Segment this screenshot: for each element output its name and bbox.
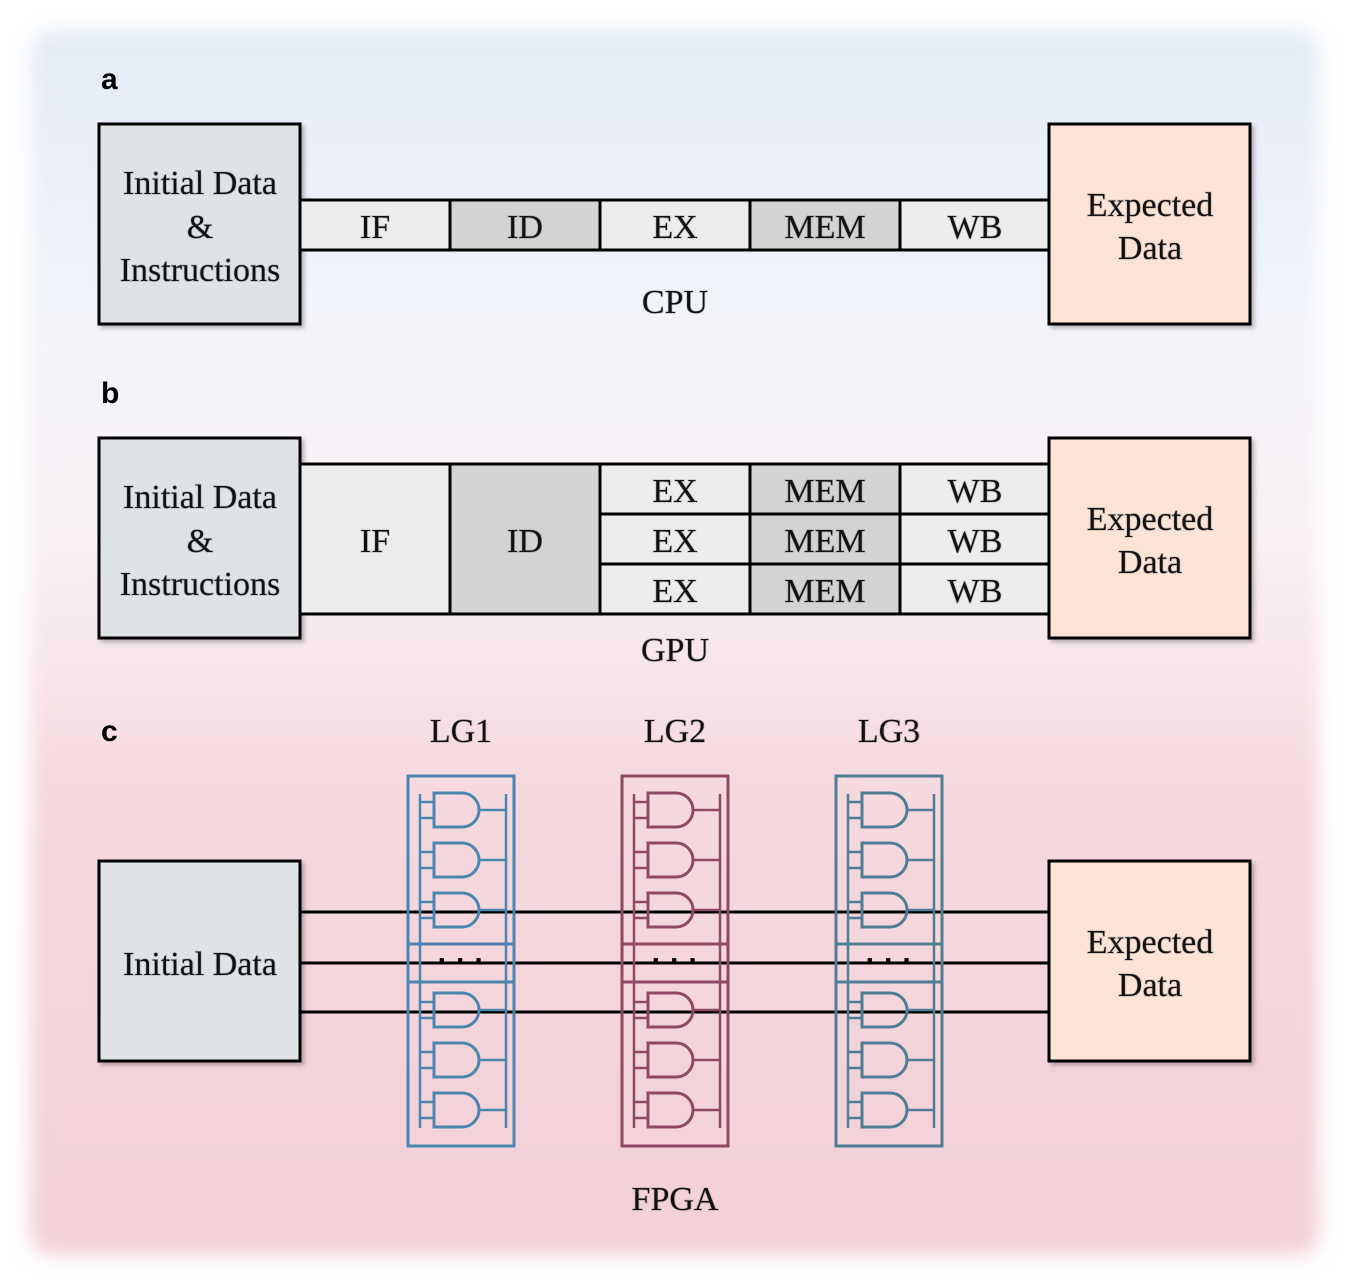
lg2-label: LG2 xyxy=(644,713,706,750)
ellipsis-dots: · · · xyxy=(652,944,699,977)
panel-b-letter: b xyxy=(101,377,119,410)
and-gate-icon xyxy=(848,1041,934,1079)
panel-b-row2-mem: MEM xyxy=(784,523,865,560)
panel-a-stage-box-if xyxy=(298,198,452,252)
panel-a-input-line-2: & xyxy=(187,209,213,246)
and-gate-icon xyxy=(420,841,506,879)
panel-b-output-box: Expected Data xyxy=(1047,436,1252,640)
panel-b-row3-ex: EX xyxy=(652,573,697,610)
panel-b-row2-box-wb xyxy=(898,512,1052,566)
panel-a-input-line-3: Instructions xyxy=(120,252,281,289)
panel-b-row1-ex: EX xyxy=(652,473,697,510)
ellipsis-band xyxy=(834,942,944,984)
and-gate-icon xyxy=(634,1041,720,1079)
and-gate-icon xyxy=(848,841,934,879)
panel-a-output-box: Expected Data xyxy=(1047,122,1252,326)
panel-b-row3-mem: MEM xyxy=(784,573,865,610)
panel-a-stage-box-mem xyxy=(748,198,902,252)
lg1-label: LG1 xyxy=(430,713,492,750)
panel-b-row3-box-ex xyxy=(598,562,752,616)
lg3-label: LG3 xyxy=(858,713,920,750)
panel-b-stage-id: ID xyxy=(507,523,543,560)
panel-b-row2-box-ex xyxy=(598,512,752,566)
panel-b-row2-box-mem xyxy=(748,512,902,566)
panel-b-stage-box-id xyxy=(448,462,602,616)
panel-b-output-line-1: Expected xyxy=(1087,501,1214,538)
panel-b-row2-ex: EX xyxy=(652,523,697,560)
panel-b-row1-box-wb xyxy=(898,462,1052,516)
panel-a-caption: CPU xyxy=(642,284,708,321)
and-gate-icon xyxy=(848,1091,934,1129)
signal-wires xyxy=(300,910,1050,1014)
panel-a-stage-box-id xyxy=(448,198,602,252)
panel-b-output-line-2: Data xyxy=(1118,544,1182,581)
panel-c-output-box: Expected Data xyxy=(1047,859,1252,1063)
and-gate-icon xyxy=(634,891,720,929)
panel-c-input-label: Initial Data xyxy=(123,946,277,983)
panel-a-output-line-1: Expected xyxy=(1087,187,1214,224)
panel-b-pipeline: IF ID EX MEM WB EX MEM WB EX MEM WB xyxy=(298,462,1052,616)
ellipsis-band xyxy=(620,942,730,984)
panel-b-row3-wb: WB xyxy=(948,573,1003,610)
panel-a-output-line-2: Data xyxy=(1118,230,1182,267)
panel-b-row3-box-wb xyxy=(898,562,1052,616)
panel-a-letter: a xyxy=(101,63,118,96)
logic-group-3: · · · xyxy=(834,774,944,1148)
panel-a-stage-id: ID xyxy=(507,209,543,246)
and-gate-icon xyxy=(634,841,720,879)
panel-a-input-box: Initial Data & Instructions xyxy=(97,122,302,326)
and-gate-icon xyxy=(634,791,720,829)
panel-b-row1-mem: MEM xyxy=(784,473,865,510)
and-gate-icon xyxy=(848,891,934,929)
panel-b-row1-wb: WB xyxy=(948,473,1003,510)
panel-b-input-line-3: Instructions xyxy=(120,566,281,603)
panel-b-row2-wb: WB xyxy=(948,523,1003,560)
panel-b-caption: GPU xyxy=(641,632,709,669)
logic-groups: · · · · · · · · · xyxy=(406,774,944,1148)
logic-group-2: · · · xyxy=(620,774,730,1148)
and-gate-icon xyxy=(420,991,506,1029)
panel-a-stage-mem: MEM xyxy=(784,209,865,246)
ellipsis-dots: · · · xyxy=(438,944,485,977)
panel-b-row1-box-ex xyxy=(598,462,752,516)
panel-a-input-line-1: Initial Data xyxy=(123,165,277,202)
and-gate-icon xyxy=(420,791,506,829)
ellipsis-dots: · · · xyxy=(866,944,913,977)
panel-a-stage-if: IF xyxy=(360,209,390,246)
and-gate-icon xyxy=(634,1091,720,1129)
and-gate-icon xyxy=(848,991,934,1029)
panel-c-caption: FPGA xyxy=(632,1181,719,1218)
and-gate-icon xyxy=(420,1091,506,1129)
panel-b-stage-box-if xyxy=(298,462,452,616)
ellipsis-band xyxy=(406,942,516,984)
and-gate-icon xyxy=(420,1041,506,1079)
panel-a-stage-box-ex xyxy=(598,198,752,252)
panel-a-stage-ex: EX xyxy=(652,209,697,246)
panel-a-pipeline: IF ID EX MEM WB xyxy=(298,198,1052,252)
panel-c-input-box: Initial Data xyxy=(97,859,302,1063)
panel-a-stage-wb: WB xyxy=(948,209,1003,246)
panel-a-stage-box-wb xyxy=(898,198,1052,252)
panel-b-stage-if: IF xyxy=(360,523,390,560)
panel-c-output-line-1: Expected xyxy=(1087,924,1214,961)
panel-c-letter: c xyxy=(101,715,118,748)
and-gate-icon xyxy=(848,791,934,829)
panel-b-input-line-2: & xyxy=(187,523,213,560)
logic-group-1: · · · xyxy=(406,774,516,1148)
and-gate-icon xyxy=(420,891,506,929)
panel-b-input-line-1: Initial Data xyxy=(123,479,277,516)
panel-b-input-box: Initial Data & Instructions xyxy=(97,436,302,640)
and-gate-icon xyxy=(634,991,720,1029)
panel-c-output-line-2: Data xyxy=(1118,967,1182,1004)
panel-b-row3-box-mem xyxy=(748,562,902,616)
